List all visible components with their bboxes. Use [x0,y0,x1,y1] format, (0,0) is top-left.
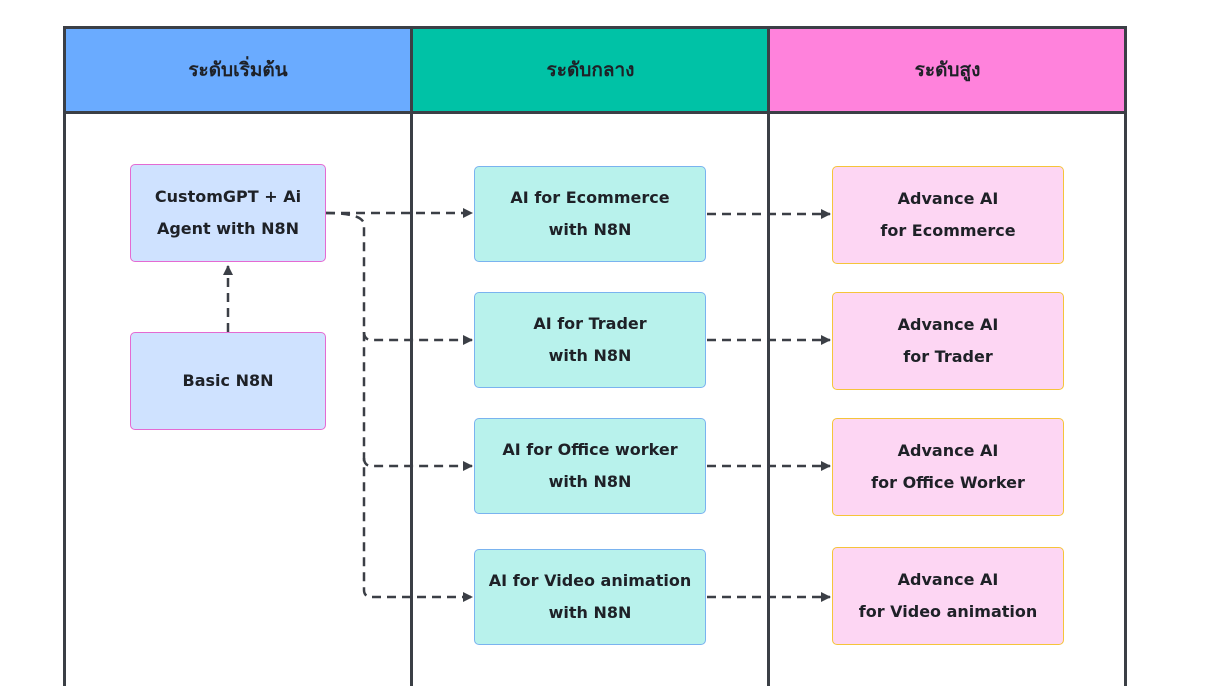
node-advance-office-worker[interactable]: Advance AI for Office Worker [832,418,1064,516]
column-header-beginner: ระดับเริ่มต้น [64,26,412,113]
node-ai-video-animation-label: AI for Video animation with N8N [488,571,692,622]
column-header-advanced: ระดับสูง [769,26,1126,113]
node-advance-trader[interactable]: Advance AI for Trader [832,292,1064,390]
node-advance-trader-label: Advance AI for Trader [897,315,999,366]
node-ai-trader-label: AI for Trader with N8N [533,314,647,365]
frame-top-border [64,26,1126,29]
header-divider [64,111,1126,114]
lane-border-right [1124,26,1127,686]
node-customgpt-agent-label: CustomGPT + Ai Agent with N8N [154,187,302,238]
node-advance-ecommerce[interactable]: Advance AI for Ecommerce [832,166,1064,264]
column-title-intermediate: ระดับกลาง [546,58,635,81]
node-customgpt-agent[interactable]: CustomGPT + Ai Agent with N8N [130,164,326,262]
node-basic-n8n-label: Basic N8N [182,371,274,390]
column-title-advanced: ระดับสูง [914,58,981,81]
node-ai-video-animation[interactable]: AI for Video animation with N8N [474,549,706,645]
lane-border-left [63,26,66,686]
connector-branch-trunk [325,211,373,599]
node-advance-video-animation[interactable]: Advance AI for Video animation [832,547,1064,645]
column-header-intermediate: ระดับกลาง [412,26,769,113]
node-ai-trader[interactable]: AI for Trader with N8N [474,292,706,388]
node-advance-ecommerce-label: Advance AI for Ecommerce [880,189,1016,240]
node-ai-office-worker-label: AI for Office worker with N8N [502,440,678,491]
lane-divider-2 [767,26,770,686]
connector-branch-to-trader [362,331,473,345]
node-ai-ecommerce-label: AI for Ecommerce with N8N [510,188,670,239]
lane-divider-1 [410,26,413,686]
node-ai-office-worker[interactable]: AI for Office worker with N8N [474,418,706,514]
node-basic-n8n[interactable]: Basic N8N [130,332,326,430]
connector-branch-to-office [362,457,473,471]
column-title-beginner: ระดับเริ่มต้น [188,58,288,81]
node-ai-ecommerce[interactable]: AI for Ecommerce with N8N [474,166,706,262]
node-advance-video-animation-label: Advance AI for Video animation [858,570,1038,621]
node-advance-office-worker-label: Advance AI for Office Worker [871,441,1025,492]
